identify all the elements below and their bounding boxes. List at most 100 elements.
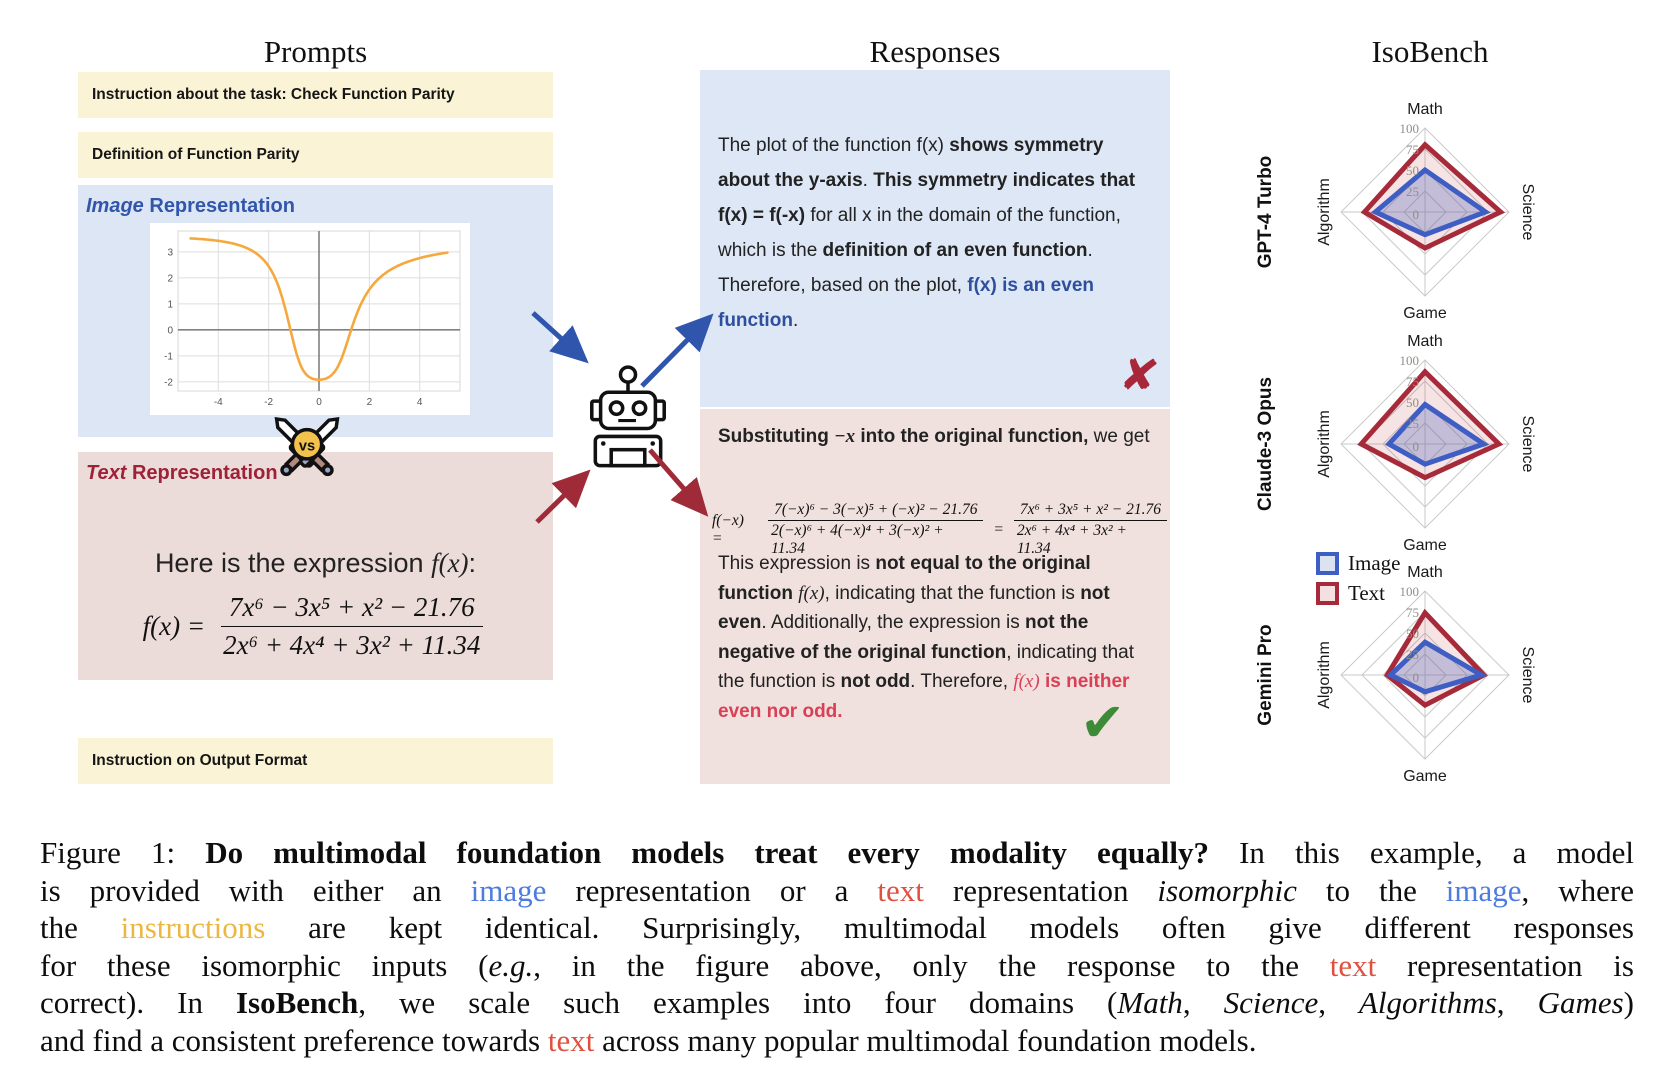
svg-text:100: 100 <box>1400 353 1420 368</box>
function-formula: f(x) = 7x⁶ − 3x⁵ + x² − 21.76 2x⁶ + 4x⁴ … <box>78 592 553 661</box>
figure-caption: Figure 1: Do multimodal foundation model… <box>40 834 1634 1060</box>
prompt-box-output-format-label: Instruction on Output Format <box>92 752 308 769</box>
svg-text:50: 50 <box>1406 395 1419 410</box>
image-representation-rest: Representation <box>143 195 295 217</box>
svg-text:50: 50 <box>1406 163 1419 178</box>
text-response-head: Substituting −x into the original functi… <box>718 426 1150 447</box>
prompt-box-parity-definition-label: Definition of Function Parity <box>92 146 300 163</box>
isobench-title: IsoBench <box>1371 34 1489 69</box>
svg-text:Algorithm: Algorithm <box>1316 641 1333 709</box>
svg-text:Science: Science <box>1519 184 1536 241</box>
svg-text:Science: Science <box>1519 647 1536 704</box>
svg-text:0: 0 <box>1413 207 1420 222</box>
text-representation-box: Text Representation <box>78 452 553 680</box>
formula-lhs: f(x) = <box>142 611 206 641</box>
legend-image-label: Image <box>1348 551 1401 575</box>
svg-text:2: 2 <box>167 273 173 284</box>
equation-numerator-1: 7(−x)⁶ − 3(−x)⁵ + (−x)² − 21.76 <box>768 501 984 521</box>
svg-text:100: 100 <box>1400 121 1420 136</box>
equation-denominator-1: 2(−x)⁶ + 4(−x)⁴ + 3(−x)² + 11.34 <box>771 522 944 557</box>
model-label-gemini-pro: Gemini Pro <box>1255 624 1276 726</box>
svg-text:-2: -2 <box>164 377 173 388</box>
caption-line: the instructions are kept identical. Sur… <box>40 910 1635 946</box>
svg-text:Game: Game <box>1403 537 1447 554</box>
svg-text:0: 0 <box>167 325 173 336</box>
legend-image-swatch <box>1316 552 1339 575</box>
prompt-box-task-instruction: Instruction about the task: Check Functi… <box>78 72 553 118</box>
text-representation-title: Text Representation <box>78 452 553 485</box>
caption-line: is provided with either an image represe… <box>40 872 1634 908</box>
svg-text:25: 25 <box>1406 647 1419 662</box>
svg-text:Science: Science <box>1519 416 1536 473</box>
prompt-box-output-format: Instruction on Output Format <box>78 738 553 784</box>
model-label-claude3-opus: Claude-3 Opus <box>1255 376 1276 512</box>
equation-numerator-2: 7x⁶ + 3x⁵ + x² − 21.76 <box>1013 501 1167 521</box>
equation-lhs: f(−x) = <box>712 511 744 547</box>
expression-intro-plain: Here is the expression <box>154 548 432 578</box>
function-plot: -4 -2 0 2 4 -2 -1 0 1 2 3 <box>150 223 470 415</box>
expression-intro: Here is the expression f(x): <box>78 548 553 579</box>
radar-legend: Image Text <box>1316 551 1400 606</box>
expression-intro-colon: : <box>468 548 477 578</box>
svg-text:0: 0 <box>1413 670 1420 685</box>
svg-text:Math: Math <box>1407 333 1443 350</box>
svg-text:Game: Game <box>1403 768 1447 785</box>
robot-icon <box>588 364 668 470</box>
text-representation-rest: Representation <box>126 462 278 484</box>
svg-text:Math: Math <box>1407 564 1443 581</box>
image-response-box: The plot of the function f(x) shows symm… <box>700 70 1170 407</box>
svg-text:3: 3 <box>167 247 173 258</box>
text-response-body: This expression is not equal to the orig… <box>718 553 1134 722</box>
image-representation-word: Image <box>86 195 144 217</box>
caption-line: Figure 1: Do multimodal foundation model… <box>40 835 1634 870</box>
image-representation-title: Image Representation <box>78 185 553 218</box>
prompt-box-parity-definition: Definition of Function Parity <box>78 132 553 178</box>
svg-text:100: 100 <box>1400 584 1420 599</box>
svg-text:Algorithm: Algorithm <box>1316 178 1333 246</box>
expression-intro-math: f(x) <box>431 548 469 578</box>
svg-text:0: 0 <box>1413 439 1420 454</box>
svg-text:0: 0 <box>316 397 322 408</box>
svg-text:-4: -4 <box>214 397 223 408</box>
versus-swords-icon: vs <box>264 408 350 496</box>
substitution-equation: f(−x) = 7(−x)⁶ − 3(−x)⁵ + (−x)² − 21.76 … <box>712 501 1170 558</box>
legend-row-image: Image <box>1316 551 1400 576</box>
prompts-title: Prompts <box>263 34 368 69</box>
svg-text:75: 75 <box>1406 142 1419 157</box>
svg-text:Algorithm: Algorithm <box>1316 410 1333 478</box>
text-representation-word: Text <box>86 462 127 484</box>
svg-text:-1: -1 <box>164 351 173 362</box>
formula-denominator: 2x⁶ + 4x⁴ + 3x² + 11.34 <box>223 630 481 660</box>
model-label-gpt4-turbo: GPT-4 Turbo <box>1255 155 1276 269</box>
equation-denominator-2: 2x⁶ + 4x⁴ + 3x² + 11.34 <box>1016 522 1127 557</box>
versus-label: vs <box>299 438 315 454</box>
svg-text:Math: Math <box>1407 101 1443 118</box>
svg-text:25: 25 <box>1406 416 1419 431</box>
equation-equals: = <box>993 520 1004 538</box>
svg-text:4: 4 <box>417 397 423 408</box>
legend-row-text: Text <box>1316 581 1400 606</box>
svg-text:1: 1 <box>167 299 173 310</box>
svg-text:75: 75 <box>1406 374 1419 389</box>
svg-text:25: 25 <box>1406 184 1419 199</box>
svg-text:-2: -2 <box>264 397 273 408</box>
legend-text-swatch <box>1316 582 1339 605</box>
formula-numerator: 7x⁶ − 3x⁵ + x² − 21.76 <box>220 592 483 627</box>
svg-text:75: 75 <box>1406 605 1419 620</box>
responses-title: Responses <box>869 34 1001 69</box>
text-response-box: Substituting −x into the original functi… <box>700 409 1170 784</box>
caption-line: for these isomorphic inputs (e.g., in th… <box>40 947 1634 983</box>
svg-text:2: 2 <box>367 397 373 408</box>
svg-text:50: 50 <box>1406 626 1419 641</box>
caption-line: correct). In IsoBench, we scale such exa… <box>40 985 1634 1021</box>
image-response-text: The plot of the function f(x) shows symm… <box>718 135 1136 331</box>
incorrect-cross-icon: ✘ <box>1116 345 1163 405</box>
correct-check-icon: ✔ <box>1080 691 1126 754</box>
svg-text:Game: Game <box>1403 305 1447 322</box>
legend-text-label: Text <box>1348 581 1386 605</box>
caption-line: and find a consistent preference towards… <box>40 1022 1257 1058</box>
